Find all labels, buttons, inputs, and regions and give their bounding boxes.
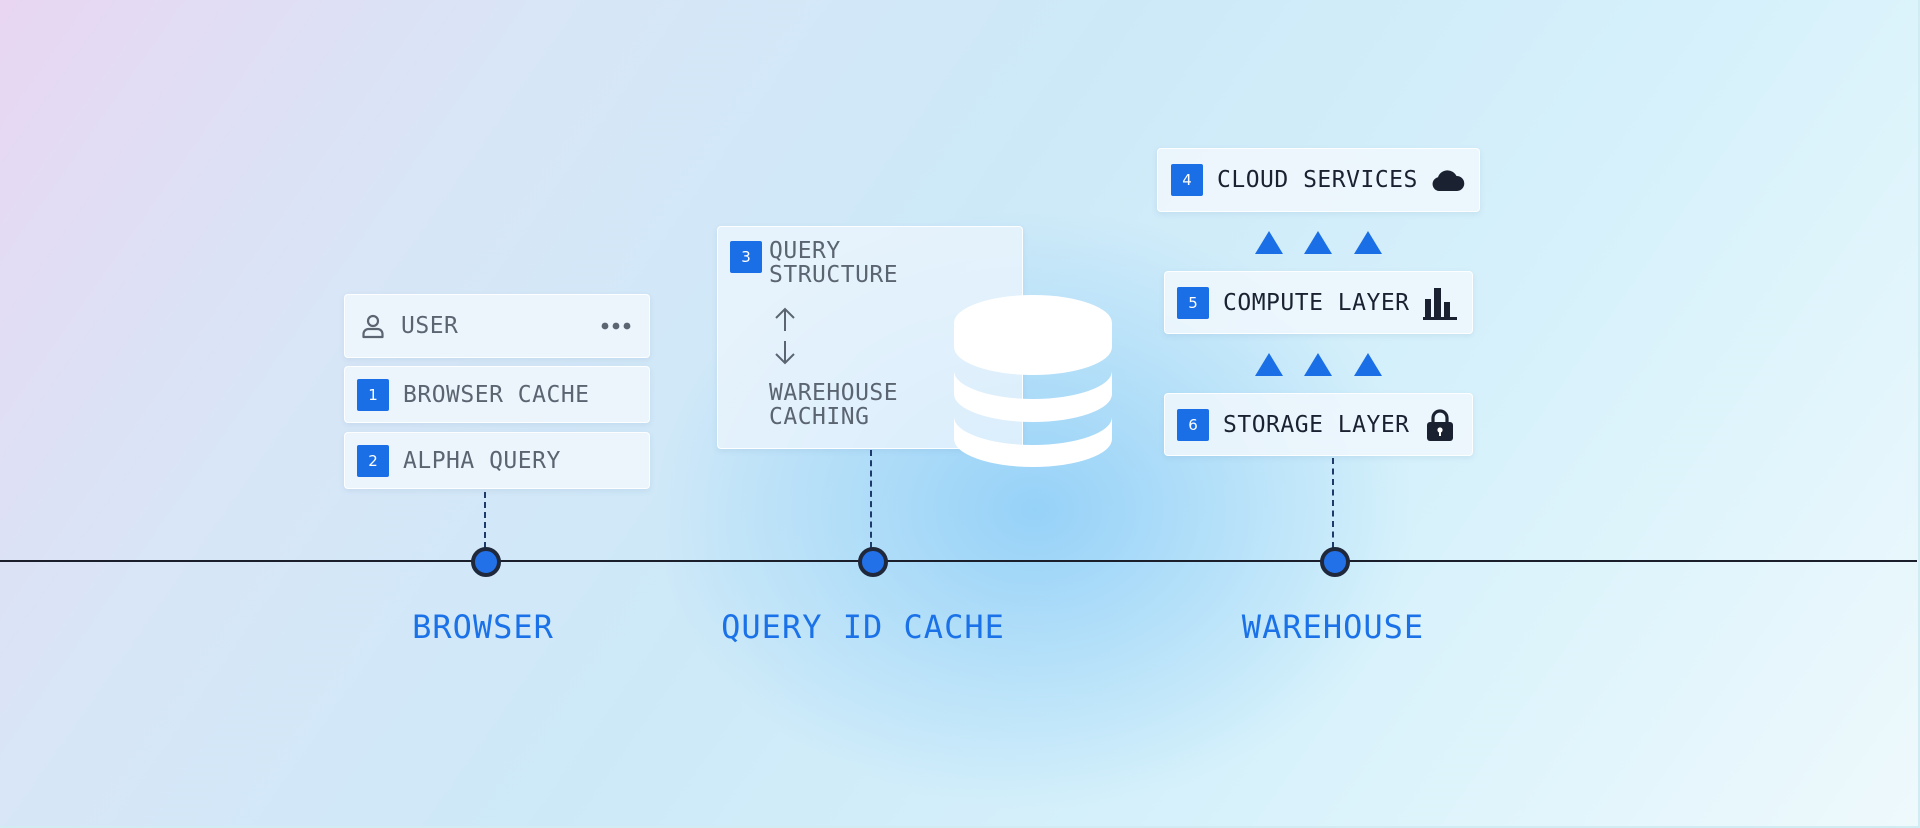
caching-line: CACHING [769, 404, 870, 430]
step-label: BROWSER CACHE [403, 381, 590, 408]
query-cache-node [858, 547, 888, 577]
query-cache-connector [870, 450, 872, 548]
up-triangle-icon [1304, 353, 1332, 376]
step-badge: 6 [1177, 408, 1209, 441]
step-badge: 2 [357, 444, 389, 477]
up-triangle-icon [1304, 231, 1332, 254]
step-badge: 4 [1171, 164, 1203, 196]
warehouse-connector [1332, 458, 1334, 548]
step-badge: 1 [357, 378, 389, 411]
lock-icon [1426, 408, 1454, 442]
title-line: STRUCTURE [769, 262, 899, 288]
step-label: ALPHA QUERY [403, 447, 561, 474]
compute-layer[interactable]: 5 COMPUTE LAYER [1164, 271, 1473, 334]
query-structure-title: QUERY STRUCTURE [769, 239, 898, 287]
database-icon [954, 295, 1112, 467]
stage-label-query-id-cache: QUERY ID CACHE [721, 608, 1005, 646]
cloud-services-layer[interactable]: 4 CLOUD SERVICES [1157, 148, 1480, 212]
stage-label-warehouse: WAREHOUSE [1241, 608, 1425, 646]
up-triangle-icon [1354, 231, 1382, 254]
timeline-axis [0, 560, 1917, 562]
more-options-icon[interactable] [601, 322, 631, 330]
warehouse-caching-label: WAREHOUSE CACHING [769, 381, 898, 429]
title-line: QUERY [769, 238, 841, 264]
alpha-query-step[interactable]: 2 ALPHA QUERY [344, 432, 650, 489]
up-triangle-icon [1354, 353, 1382, 376]
up-triangle-icon [1255, 231, 1283, 254]
user-card[interactable]: USER [344, 294, 650, 358]
step-badge: 3 [730, 241, 762, 273]
layer-label: CLOUD SERVICES [1217, 167, 1418, 193]
step-badge: 5 [1177, 286, 1209, 319]
storage-layer[interactable]: 6 STORAGE LAYER [1164, 393, 1473, 456]
browser-node [471, 547, 501, 577]
browser-connector [484, 492, 486, 548]
down-arrow-icon [775, 341, 795, 365]
cloud-icon [1431, 168, 1465, 192]
layer-label: COMPUTE LAYER [1223, 289, 1410, 316]
caching-line: WAREHOUSE [769, 380, 899, 406]
layer-label: STORAGE LAYER [1223, 411, 1410, 438]
user-label: USER [401, 313, 459, 339]
up-triangle-icon [1255, 353, 1283, 376]
user-icon [361, 313, 393, 339]
bar-chart-icon [1422, 286, 1458, 320]
stage-label-browser: BROWSER [412, 608, 554, 646]
up-arrow-icon [775, 307, 795, 331]
warehouse-node [1320, 547, 1350, 577]
browser-cache-step[interactable]: 1 BROWSER CACHE [344, 366, 650, 423]
